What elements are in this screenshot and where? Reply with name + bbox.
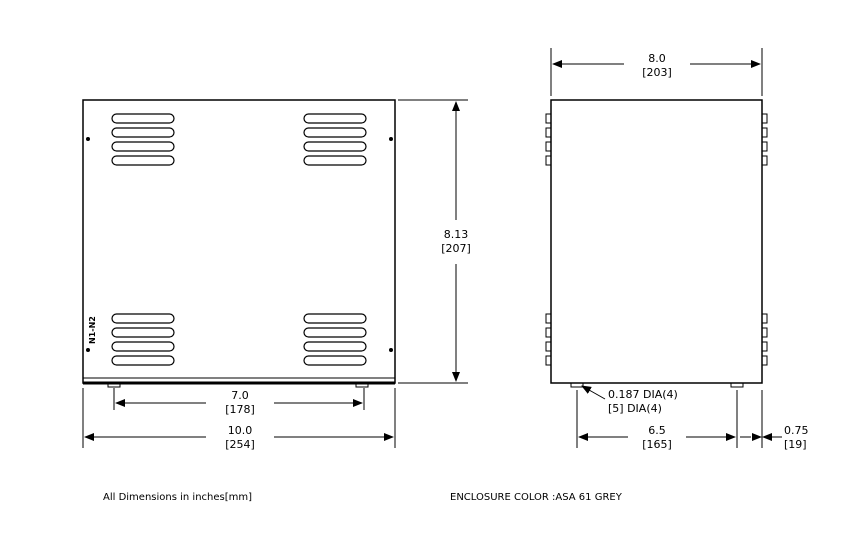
fin bbox=[761, 313, 768, 324]
front-foot-right bbox=[355, 382, 369, 388]
foot-offset-mm: [19] bbox=[784, 438, 807, 451]
fin bbox=[545, 113, 552, 124]
side-fins-right-top bbox=[761, 113, 768, 166]
vent-slot bbox=[111, 141, 175, 152]
hole-diameter-mm: [5] DIA(4) bbox=[608, 402, 662, 415]
fin bbox=[761, 355, 768, 366]
vent-slot bbox=[111, 355, 175, 366]
height-mm: [207] bbox=[441, 242, 471, 255]
vent-slot bbox=[303, 141, 367, 152]
hole-spacing-mm: [178] bbox=[225, 403, 255, 416]
leader-line bbox=[581, 385, 606, 400]
width-dimension: 10.0 [254] bbox=[82, 388, 396, 451]
fin bbox=[545, 141, 552, 152]
vent-slot bbox=[111, 113, 175, 124]
width-inches: 10.0 bbox=[228, 424, 253, 437]
height-inches: 8.13 bbox=[444, 228, 469, 241]
hole-callout: 0.187 DIA(4) [5] DIA(4) bbox=[581, 385, 678, 415]
side-foot-right bbox=[730, 382, 744, 388]
vent-slot bbox=[303, 341, 367, 352]
fin bbox=[761, 327, 768, 338]
side-foot-left bbox=[570, 382, 584, 388]
depth-mm: [203] bbox=[642, 66, 672, 79]
hole-diameter-inches: 0.187 DIA(4) bbox=[608, 388, 678, 401]
screw-bottom-left bbox=[86, 348, 90, 352]
vents-bottom-left bbox=[111, 313, 175, 366]
side-fins-right-bottom bbox=[761, 313, 768, 366]
foot-spacing-mm: [165] bbox=[642, 438, 672, 451]
arrow-head bbox=[762, 433, 772, 441]
color-note: ENCLOSURE COLOR :ASA 61 GREY bbox=[450, 492, 623, 503]
side-fins-left-top bbox=[545, 113, 552, 166]
fin bbox=[545, 341, 552, 352]
fin bbox=[545, 127, 552, 138]
side-fins-left-bottom bbox=[545, 313, 552, 366]
fin bbox=[545, 355, 552, 366]
fin bbox=[545, 327, 552, 338]
screw-top-left bbox=[86, 137, 90, 141]
model-label: N1-N2 bbox=[88, 316, 97, 344]
vents-bottom-right bbox=[303, 313, 367, 366]
front-view: N1-N2 8.13 [207] 7.0 [178] 10.0 [254] bbox=[82, 99, 471, 451]
screw-bottom-right bbox=[389, 348, 393, 352]
vent-slot bbox=[111, 341, 175, 352]
foot-spacing-inches: 6.5 bbox=[648, 424, 666, 437]
fin bbox=[545, 155, 552, 166]
depth-dimension: 8.0 [203] bbox=[550, 48, 763, 96]
vents-top-right bbox=[303, 113, 367, 166]
units-note: All Dimensions in inches[mm] bbox=[103, 492, 252, 503]
arrow-head bbox=[752, 433, 762, 441]
vent-slot bbox=[111, 127, 175, 138]
side-view: 8.0 [203] 0.187 DIA(4) [5] DIA(4) 6.5 [1… bbox=[545, 48, 809, 451]
fin bbox=[761, 113, 768, 124]
hole-spacing-dimension: 7.0 [178] bbox=[113, 388, 365, 416]
width-mm: [254] bbox=[225, 438, 255, 451]
foot-spacing-dimension: 6.5 [165] bbox=[576, 390, 738, 451]
vents-top-left bbox=[111, 113, 175, 166]
vent-slot bbox=[111, 327, 175, 338]
foot-offset-dimension: 0.75 [19] bbox=[740, 390, 809, 451]
vent-slot bbox=[303, 313, 367, 324]
vent-slot bbox=[303, 113, 367, 124]
depth-inches: 8.0 bbox=[648, 52, 666, 65]
vent-slot bbox=[303, 155, 367, 166]
vent-slot bbox=[303, 127, 367, 138]
front-foot-left bbox=[107, 382, 121, 388]
fin bbox=[761, 155, 768, 166]
fin bbox=[761, 141, 768, 152]
fin bbox=[761, 341, 768, 352]
side-view-body bbox=[550, 99, 763, 384]
vent-slot bbox=[111, 155, 175, 166]
vent-slot bbox=[303, 355, 367, 366]
height-dimension: 8.13 [207] bbox=[398, 99, 471, 384]
fin bbox=[545, 313, 552, 324]
hole-spacing-inches: 7.0 bbox=[231, 389, 249, 402]
screw-top-right bbox=[389, 137, 393, 141]
vent-slot bbox=[303, 327, 367, 338]
foot-offset-inches: 0.75 bbox=[784, 424, 809, 437]
fin bbox=[761, 127, 768, 138]
vent-slot bbox=[111, 313, 175, 324]
